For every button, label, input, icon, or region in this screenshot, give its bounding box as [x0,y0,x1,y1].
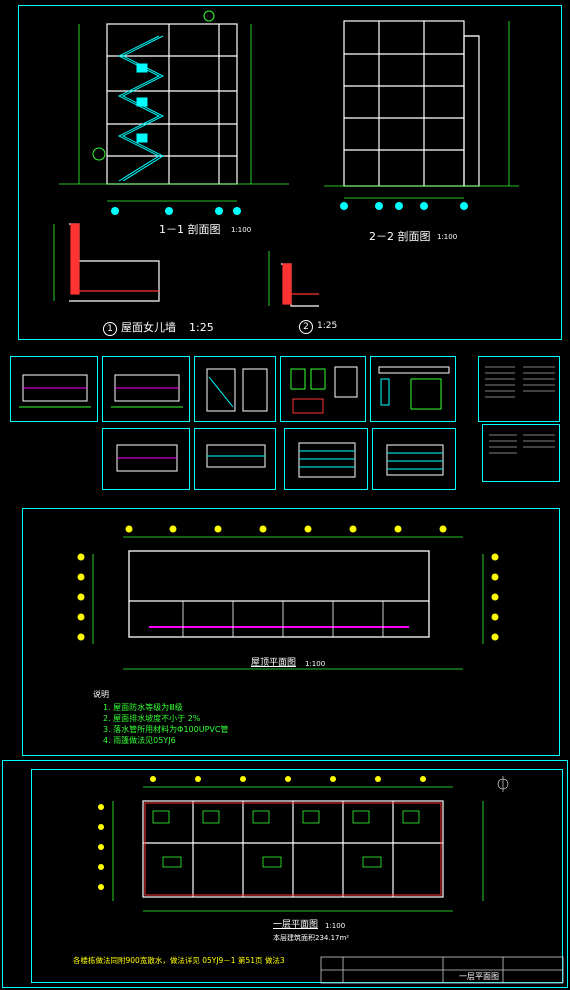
title-block [320,956,564,984]
thumbnail-plan-1[interactable] [10,356,98,422]
section-2-2-title: 2－2 剖面图 [369,230,431,243]
detail-1-title: 屋面女儿墙 [121,321,176,334]
section-2-2 [343,20,480,187]
section-1-1-title: 1－1 剖面图 [159,223,221,236]
stair-1-1 [117,35,165,182]
roof-note-1: 1. 屋面防水等级为Ⅲ级 [103,703,183,712]
detail-parapet-1 [69,223,160,302]
detail-1-scale: 1:25 [189,321,214,334]
sheet-thumbnail-set [0,352,570,497]
titleblock-sheet-name: 一层平面图 [459,972,499,981]
section-1-1 [106,23,238,185]
section-1-1-scale: 1:100 [231,226,252,234]
detail-parapet-2 [281,263,319,307]
sheet-ground-floor-plan: 一层平面图 1:100 本层建筑面积234.17m² 各楼栋做法同附900宽散水… [2,760,568,988]
roof-notes-heading: 说明 [93,690,109,699]
thumbnail-plan-3[interactable] [102,428,190,490]
ground-floor-drawing [98,776,564,984]
thumbnail-elevation-2[interactable] [284,428,368,490]
roof-note-4: 4. 雨篷做法见05YJ6 [103,736,176,745]
roof-plan-drawing [77,525,499,670]
roof-plan-title: 屋顶平面图 [251,658,297,668]
ground-floor-footer-note: 各楼栋做法同附900宽散水，做法详见 05YJ9－1 第51页 做法3 [73,956,285,965]
ground-floor-scale: 1:100 [325,922,346,930]
thumbnail-notes-1[interactable] [478,356,560,422]
sheet-roof-plan: 屋顶平面图 1:100 说明 1. 屋面防水等级为Ⅲ级 2. 屋面排水坡度不小于… [22,508,560,756]
detail-2-scale: 1:25 [317,321,338,331]
roof-outline [128,550,430,638]
detail-2-number: 2 [299,320,313,334]
ground-floor-inner-frame [31,769,563,983]
sheet-sections: 1－1 剖面图 1:100 2－2 剖面图 1:100 1 屋面女儿墙 1:25… [18,5,562,340]
thumbnail-plan-4[interactable] [194,428,276,490]
detail-1-number: 1 [103,322,117,336]
thumbnail-detail-2[interactable] [370,356,456,422]
thumbnail-detail-1[interactable] [280,356,366,422]
sections-drawing [53,10,519,307]
roof-plan-scale: 1:100 [305,660,326,668]
ground-floor-walls [142,800,444,898]
ground-floor-title: 一层平面图 [273,920,319,930]
thumbnail-notes-2[interactable] [482,424,560,482]
thumbnail-plan-2[interactable] [102,356,190,422]
roof-note-2: 2. 屋面排水坡度不小于 2% [103,714,201,723]
section-2-2-scale: 1:100 [437,233,458,241]
ground-floor-area: 本层建筑面积234.17m² [273,934,350,942]
thumbnail-elevation-1[interactable] [194,356,276,422]
roof-note-3: 3. 落水管所用材料为Φ100UPVC管 [103,725,229,734]
thumbnail-elevation-3[interactable] [372,428,456,490]
